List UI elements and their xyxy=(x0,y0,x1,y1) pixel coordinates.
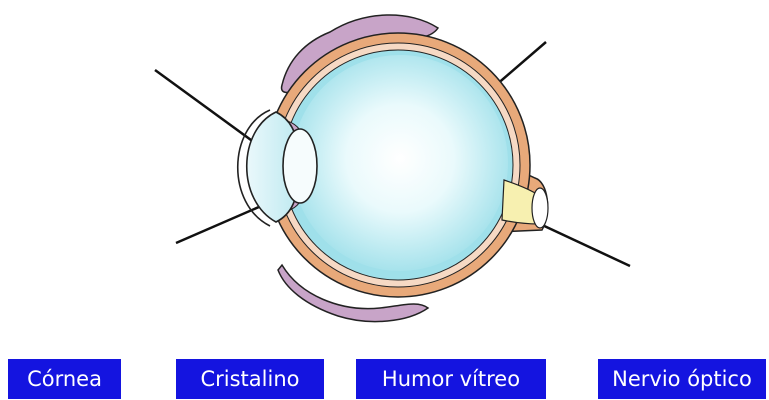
lens-label-button[interactable]: Cristalino xyxy=(176,359,324,399)
lens xyxy=(283,129,317,203)
leader-line-nerve xyxy=(540,224,630,266)
vitreous-label-button[interactable]: Humor vítreo xyxy=(356,359,546,399)
optic-nerve-end xyxy=(532,188,548,228)
vitreous-body xyxy=(292,55,508,271)
optic-nerve-label-button[interactable]: Nervio óptico xyxy=(598,359,766,399)
leader-line-cornea xyxy=(155,70,262,148)
cornea-label-button[interactable]: Córnea xyxy=(8,359,121,399)
